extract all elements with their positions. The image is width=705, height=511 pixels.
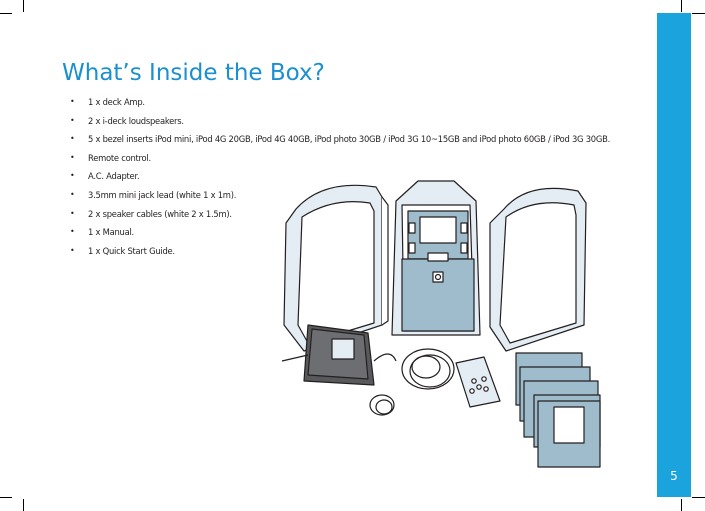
crop-mark	[0, 13, 12, 14]
list-item: 5 x bezel inserts iPod mini, iPod 4G 20G…	[70, 130, 610, 149]
crop-mark	[0, 497, 12, 498]
list-item: 2 x speaker cables (white 2 x 1.5m).	[70, 205, 610, 224]
page-side-bar: 5	[657, 13, 691, 497]
crop-mark	[681, 0, 682, 12]
speaker-cables-illustration	[401, 348, 455, 390]
ac-adapter-illustration	[281, 324, 397, 386]
crop-mark	[23, 499, 24, 511]
contents-list: 1 x deck Amp. 2 x i-deck loudspeakers. 5…	[70, 93, 610, 260]
page-number: 5	[670, 469, 678, 483]
list-item: A.C. Adapter.	[70, 167, 610, 186]
crop-mark	[23, 0, 24, 12]
remote-control-illustration	[455, 356, 501, 408]
page-title: What’s Inside the Box?	[62, 60, 325, 86]
left-speaker-illustration	[283, 184, 389, 352]
deck-amp-illustration	[391, 180, 481, 336]
bezel-inserts-illustration	[515, 352, 601, 468]
mini-jack-lead-illustration	[369, 394, 395, 416]
list-item: 1 x deck Amp.	[70, 93, 610, 112]
box-contents-illustration	[281, 180, 601, 468]
crop-mark	[681, 499, 682, 511]
crop-mark	[692, 497, 705, 498]
list-item: 1 x Quick Start Guide.	[70, 242, 610, 261]
list-item: Remote control.	[70, 149, 610, 168]
list-item: 1 x Manual.	[70, 223, 610, 242]
list-item: 3.5mm mini jack lead (white 1 x 1m).	[70, 186, 610, 205]
list-item: 2 x i-deck loudspeakers.	[70, 112, 610, 131]
crop-mark	[692, 13, 705, 14]
right-speaker-illustration	[489, 187, 587, 352]
